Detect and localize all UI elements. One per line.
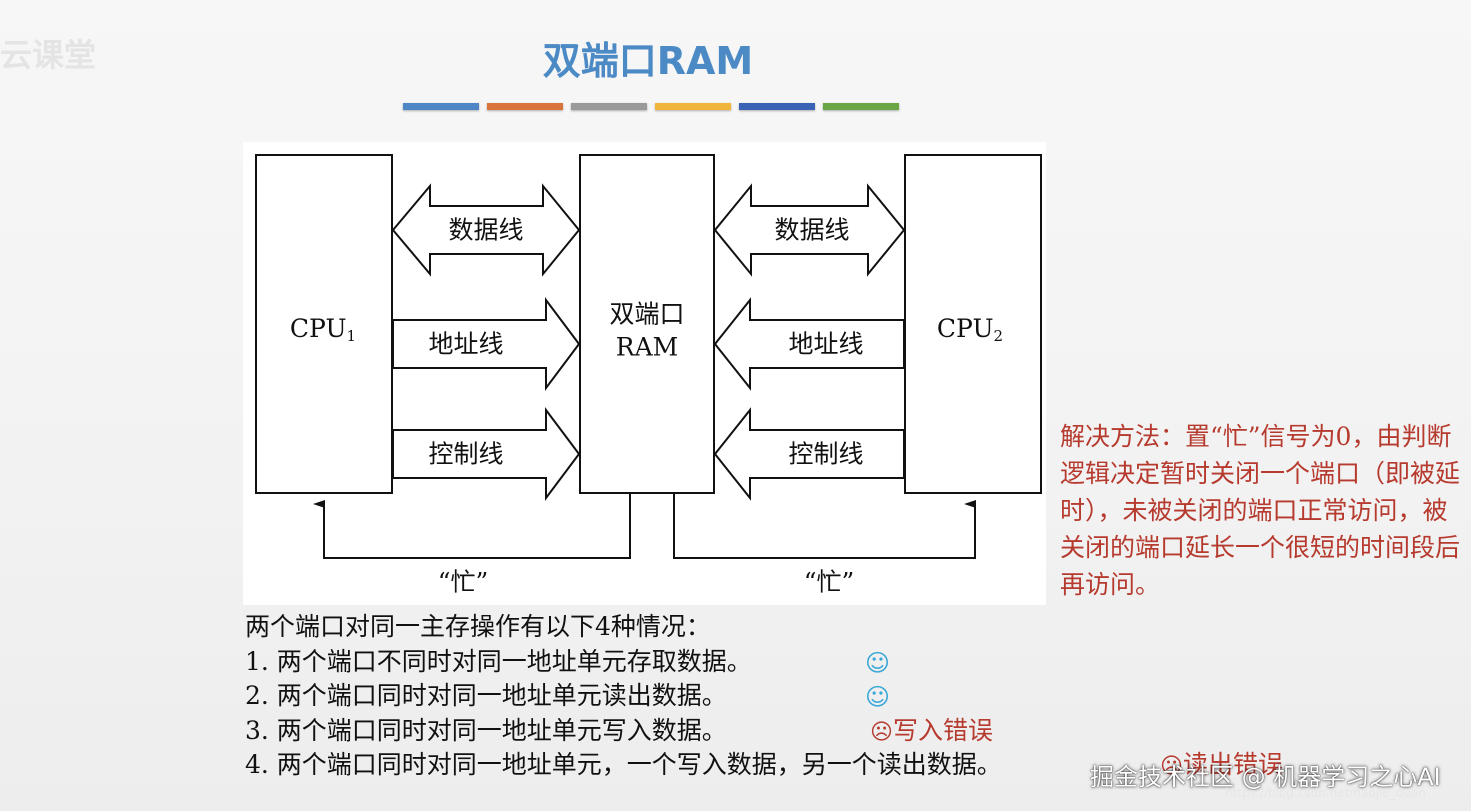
accent-bar-blue <box>403 103 479 110</box>
case-item: 2. 两个端口同时对同一地址单元读出数据。 ☺ <box>245 679 1002 714</box>
case-text: 3. 两个端口同时对同一地址单元写入数据。 <box>245 715 727 745</box>
logo-watermark: 云课堂 <box>0 36 97 74</box>
cases-list: 两个端口对同一主存操作有以下4种情况： 1. 两个端口不同时对同一地址单元存取数… <box>245 610 1283 783</box>
accent-bar-green <box>823 103 899 110</box>
busy-left-label: “忙” <box>437 567 489 597</box>
right-data-label: 数据线 <box>774 215 850 245</box>
cases-intro: 两个端口对同一主存操作有以下4种情况： <box>245 612 711 641</box>
cpu2-label: CPU2 <box>936 314 1004 345</box>
right-address-label: 地址线 <box>788 329 864 359</box>
busy-signal-left-line <box>313 494 631 559</box>
accent-bar-yellow <box>655 103 731 110</box>
right-data-arrow <box>713 183 906 277</box>
ram-label-line2: RAM <box>615 332 679 362</box>
accent-bar-darkblue <box>739 103 815 110</box>
case-item: 3. 两个端口同时对同一地址单元写入数据。 ☹写入错误 <box>245 714 1002 749</box>
case-error-text: 写入错误 <box>892 715 993 745</box>
case-error-text: 读出错误 <box>1182 750 1283 779</box>
slide-title: 双端口RAM <box>542 39 754 83</box>
watermark-text: 掘金技术社区 @ 机器学习之心AI <box>1090 763 1441 791</box>
smile-icon: ☺ <box>865 648 891 677</box>
smile-icon: ☺ <box>865 683 891 711</box>
busy-right-label: “忙” <box>803 567 855 597</box>
cpu2-box <box>904 154 1042 494</box>
left-data-arrow <box>391 183 581 277</box>
right-address-arrow <box>713 297 905 391</box>
dual-port-ram-diagram: CPU1 双端口 RAM CPU2 数据线 地址线 控制线 数据线 地址线 控制… <box>243 142 1046 605</box>
case-error: ☹读出错误 <box>1160 748 1283 785</box>
left-address-label: 地址线 <box>428 329 504 359</box>
diagram-svg <box>255 154 1042 559</box>
case-text: 2. 两个端口同时对同一地址单元读出数据。 <box>245 681 727 710</box>
busy-signal-right-line <box>673 494 976 559</box>
case-error: ☹写入错误 <box>870 714 993 751</box>
frown-icon: ☹ <box>1160 754 1183 779</box>
left-control-label: 控制线 <box>428 439 504 469</box>
case-text: 1. 两个端口不同时对同一地址单元存取数据。 <box>245 646 752 676</box>
case-item: 4. 两个端口同时对同一地址单元，一个写入数据，另一个读出数据。 ☹读出错误 <box>245 748 1283 783</box>
left-control-arrow <box>392 407 581 501</box>
left-address-arrow <box>392 297 581 391</box>
frown-icon: ☹ <box>870 719 893 745</box>
ram-label-line1: 双端口 <box>609 299 685 329</box>
case-item: 1. 两个端口不同时对同一地址单元存取数据。 ☺ <box>245 645 1002 680</box>
watermark-url: https://blog.csdn.net/haojie_duan <box>1225 786 1426 800</box>
cpu1-label: CPU1 <box>289 314 357 345</box>
ram-box <box>579 154 715 494</box>
right-control-arrow <box>713 407 905 501</box>
cpu1-box <box>255 154 393 494</box>
accent-bars <box>403 103 899 110</box>
right-control-label: 控制线 <box>788 439 864 469</box>
solution-note: 解决方法：置“忙”信号为0，由判断逻辑决定暂时关闭一个端口（即被延时），未被关闭… <box>1060 422 1461 599</box>
accent-bar-orange <box>487 103 563 110</box>
left-data-label: 数据线 <box>448 215 524 245</box>
case-text: 4. 两个端口同时对同一地址单元，一个写入数据，另一个读出数据。 <box>245 750 1002 779</box>
accent-bar-gray <box>571 103 647 110</box>
